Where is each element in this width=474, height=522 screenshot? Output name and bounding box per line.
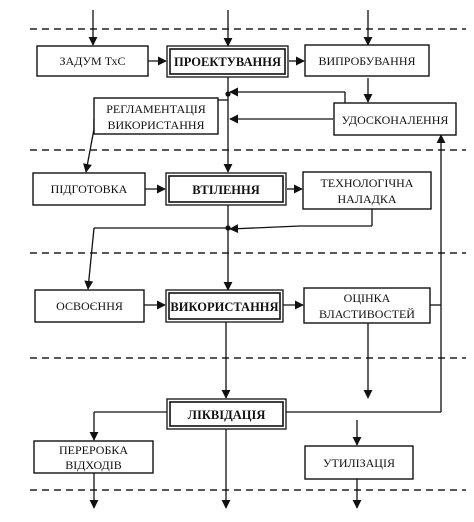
osvoiennia-label: ОСВОЄННЯ bbox=[56, 299, 123, 313]
node-udoskonalennia: УДОСКОНАЛЕННЯ bbox=[333, 102, 457, 136]
arrow-to-pidhotovka bbox=[83, 128, 95, 173]
tekhnolohichna-label-line1: ТЕХНОЛОГІЧНА bbox=[321, 176, 414, 190]
vykorystannia-label: ВИКОРИСТАННЯ bbox=[170, 300, 278, 314]
node-otsinka: ОЦІНКА ВЛАСТИВОСТЕЙ bbox=[303, 287, 431, 324]
node-likvidatsiia: ЛІКВІДАЦІЯ bbox=[166, 398, 287, 430]
node-osvoiennia: ОСВОЄННЯ bbox=[34, 289, 145, 323]
utylizatsiia-label: УТИЛІЗАЦІЯ bbox=[323, 456, 395, 470]
node-vtilennia: ВТІЛЕННЯ bbox=[165, 172, 287, 206]
node-zadum: ЗАДУМ ТхС bbox=[36, 45, 149, 77]
node-vyprobuvannia: ВИПРОБУВАННЯ bbox=[304, 44, 430, 77]
likvidatsiia-label: ЛІКВІДАЦІЯ bbox=[188, 408, 266, 422]
pidhotovka-label: ПІДГОТОВКА bbox=[51, 182, 128, 196]
node-utylizatsiia: УТИЛІЗАЦІЯ bbox=[304, 445, 414, 480]
reglamentatsiia-label-line1: РЕГЛАМЕНТАЦІЯ bbox=[106, 102, 206, 116]
node-proektuvannia: ПРОЕКТУВАННЯ bbox=[166, 45, 289, 78]
node-tekhnolohichna: ТЕХНОЛОГІЧНА НАЛАДКА bbox=[302, 171, 432, 210]
junction-dot-1 bbox=[225, 91, 231, 97]
proektuvannia-label: ПРОЕКТУВАННЯ bbox=[174, 55, 281, 69]
zadum-label: ЗАДУМ ТхС bbox=[60, 54, 126, 68]
otsinka-label-line2: ВЛАСТИВОСТЕЙ bbox=[319, 307, 415, 321]
stage-separators bbox=[30, 28, 466, 491]
reglamentatsiia-label-line2: ВИКОРИСТАННЯ bbox=[107, 118, 204, 132]
otsinka-label-line1: ОЦІНКА bbox=[344, 291, 391, 305]
arrow-tekhnolohichna-to-axis bbox=[229, 224, 301, 234]
node-vykorystannia: ВИКОРИСТАННЯ bbox=[165, 289, 284, 323]
node-pererobka: ПЕРЕРОБКА ВІДХОДІВ bbox=[33, 440, 154, 474]
pererobka-label-line1: ПЕРЕРОБКА bbox=[59, 443, 128, 457]
tekhnolohichna-label-line2: НАЛАДКА bbox=[338, 192, 397, 206]
pererobka-label-line2: ВІДХОДІВ bbox=[65, 458, 122, 472]
connectors bbox=[83, 10, 446, 509]
arrow-to-osvoiennia bbox=[84, 227, 95, 290]
vtilennia-label: ВТІЛЕННЯ bbox=[192, 183, 260, 197]
node-pidhotovka: ПІДГОТОВКА bbox=[32, 172, 146, 206]
udoskonalennia-label: УДОСКОНАЛЕННЯ bbox=[342, 113, 449, 127]
vyprobuvannia-label: ВИПРОБУВАННЯ bbox=[318, 54, 415, 68]
node-reglamentatsiia: РЕГЛАМЕНТАЦІЯ ВИКОРИСТАННЯ bbox=[93, 97, 219, 135]
